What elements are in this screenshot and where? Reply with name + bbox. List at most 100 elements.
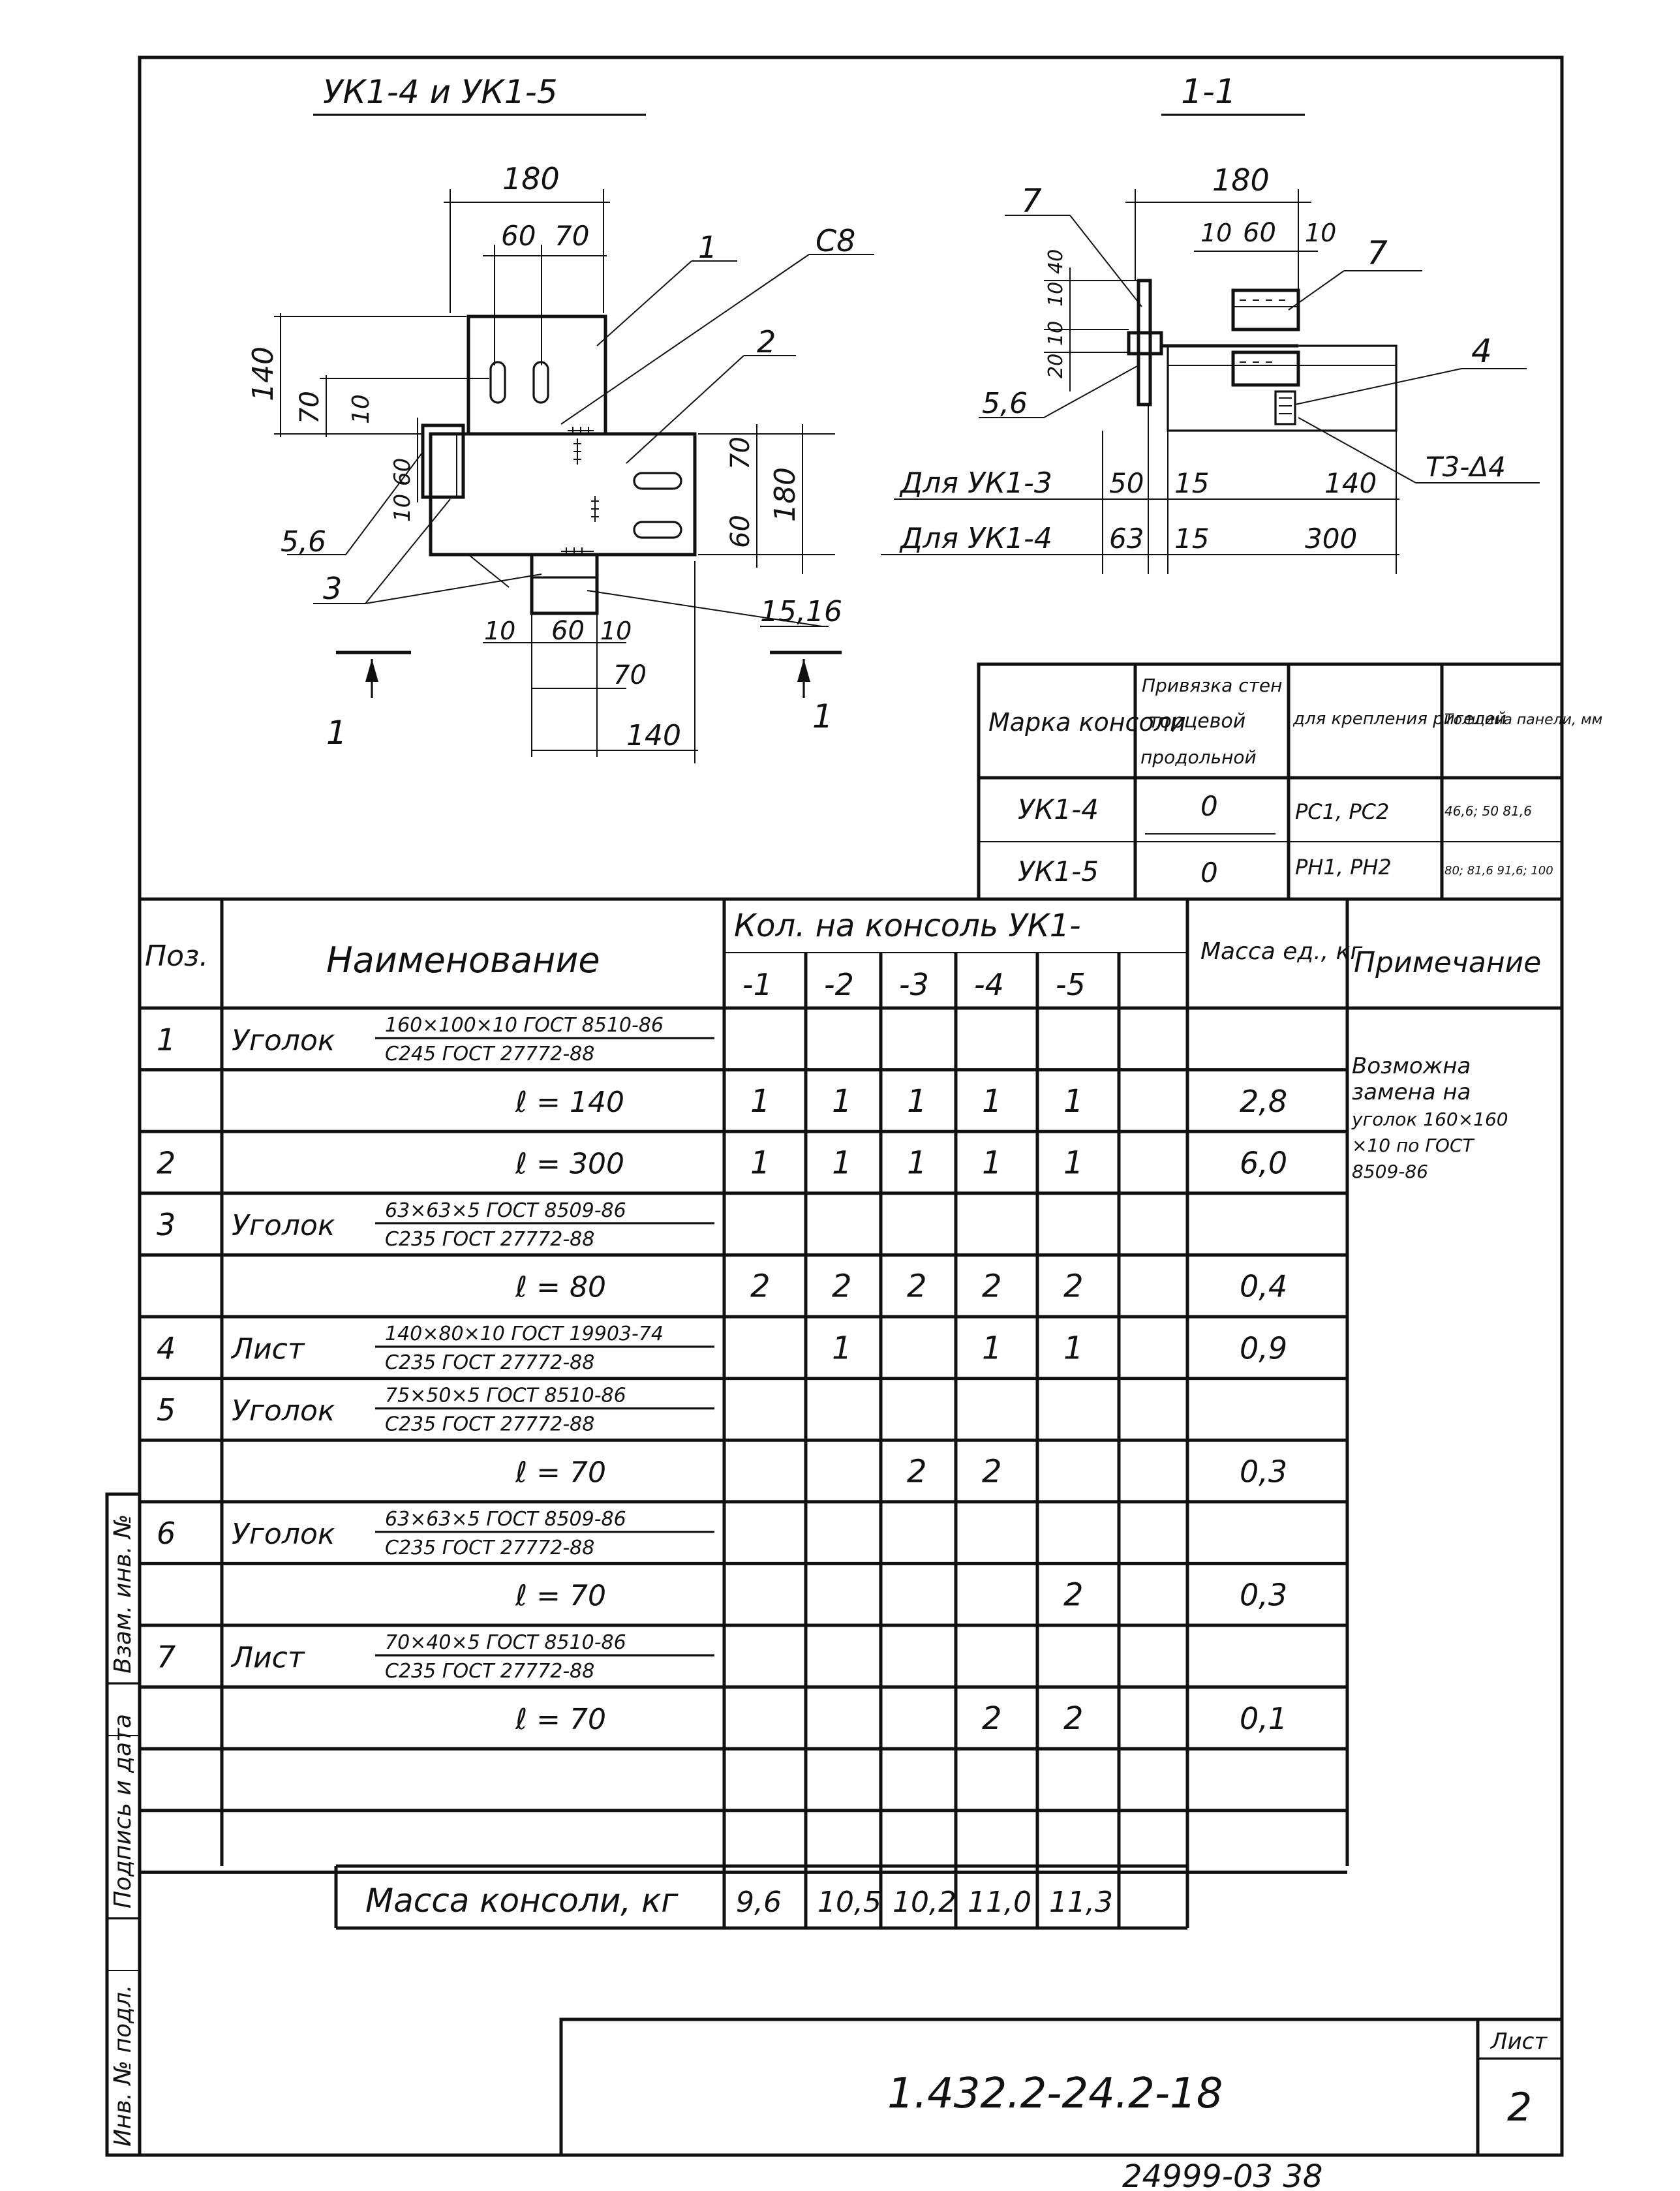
- spec-qty-col-header: -4: [974, 967, 1004, 1002]
- spec-mass: 0,1: [1240, 1701, 1287, 1736]
- spec-name: Лист: [230, 1641, 305, 1674]
- row1-a: 50: [1109, 467, 1144, 499]
- spec-qty: 1: [832, 1330, 852, 1366]
- spec-qty: 1: [750, 1145, 771, 1182]
- plan-label-56: 5,6: [281, 525, 326, 559]
- spec-name: Уголок: [232, 1518, 335, 1551]
- spec-profile: 63×63×5 ГОСТ 8509-86: [385, 1199, 626, 1222]
- section-mark-left: 1: [326, 714, 347, 752]
- spec-length: ℓ = 70: [515, 1456, 606, 1490]
- mark-table-h-thick: Толщина панели, мм: [1444, 712, 1602, 728]
- row2-c: 300: [1305, 523, 1357, 555]
- plan-dim-180-right: 180: [769, 467, 802, 522]
- spec-qty: 2: [982, 1268, 1002, 1305]
- spec-mass: 0,3: [1240, 1578, 1287, 1613]
- plan-dim-140-left: 140: [247, 346, 280, 401]
- footer-archive-number: 24999-03 38: [1122, 2158, 1322, 2191]
- spec-qty: 1: [907, 1145, 927, 1182]
- spec-qty: 2: [907, 1268, 927, 1305]
- plan-dim-10-bot: 10: [484, 617, 515, 645]
- section-dim-40: 40: [1045, 249, 1067, 274]
- spec-qty: 1: [750, 1083, 771, 1120]
- spec-qty: 2: [982, 1700, 1002, 1737]
- spec-pos: 6: [157, 1516, 176, 1551]
- side-stamp: Инв. № подл. Подпись и дата Взам. инв. №: [105, 1492, 142, 2157]
- spec-pos: 5: [157, 1392, 176, 1428]
- plan-dim-70-bot: 70: [613, 660, 647, 690]
- spec-mass: 0,4: [1240, 1269, 1287, 1304]
- spec-pos: 7: [157, 1639, 176, 1674]
- spec-name: Уголок: [232, 1209, 335, 1242]
- spec-qty: 1: [982, 1083, 1002, 1120]
- row1-c: 140: [1324, 467, 1377, 499]
- stamp-replace-inv: Взам. инв. №: [110, 1514, 136, 1674]
- spec-qty: 1: [982, 1330, 1002, 1366]
- spec-length: ℓ = 140: [515, 1086, 624, 1119]
- section-dim-20: 20: [1045, 354, 1067, 378]
- spec-profile: 63×63×5 ГОСТ 8509-86: [385, 1508, 626, 1531]
- spec-qty: 1: [1063, 1145, 1084, 1182]
- mark-table-h-bind-top: Привязка стен: [1142, 675, 1282, 696]
- section-dim-10d: 10: [1045, 321, 1067, 346]
- mark-table-h-bind-mid: торцевой: [1148, 710, 1245, 733]
- spec-qty-col-header: -5: [1056, 967, 1086, 1002]
- spec-qty: 2: [907, 1454, 927, 1490]
- spec-qty: 1: [1063, 1330, 1084, 1366]
- section-label-7-left: 7: [1021, 182, 1042, 220]
- mark-row2-rig: РН1, РН2: [1295, 855, 1392, 880]
- mark-table-h-for: для крепления ригелей: [1292, 709, 1506, 729]
- spec-steel: С235 ГОСТ 27772-88: [385, 1351, 594, 1374]
- spec-mass: 0,3: [1240, 1454, 1287, 1490]
- mark-row1-bind: 0: [1200, 790, 1218, 822]
- spec-pos: 4: [157, 1330, 176, 1366]
- spec-profile: 140×80×10 ГОСТ 19903-74: [385, 1323, 664, 1345]
- spec-qty: 2: [982, 1454, 1002, 1490]
- total-label: Масса консоли, кг: [365, 1882, 679, 1920]
- title-block: 1.432.2-24.2-18 Лист 2: [559, 2017, 1564, 2157]
- plan-label-3: 3: [323, 571, 342, 606]
- row1-label: Для УК1-3: [899, 467, 1052, 500]
- plan-view: УК1-4 и УК1-5 180 60 70 14: [247, 73, 874, 763]
- spec-qty-col-header: -3: [899, 967, 929, 1002]
- stamp-signature-date: Подпись и дата: [110, 1714, 136, 1908]
- plan-label-2: 2: [757, 324, 776, 360]
- spec-qty-col-header: -2: [824, 967, 854, 1002]
- plan-dim-70-right: 70: [725, 437, 756, 470]
- spec-note-line: уголок 160×160: [1351, 1109, 1508, 1130]
- mark-table-h-bind-bot: продольной: [1140, 746, 1257, 768]
- spec-profile: 70×40×5 ГОСТ 8510-86: [385, 1631, 626, 1654]
- spec-table: Поз. Наименование Кол. на консоль УК1- М…: [140, 897, 1562, 1930]
- spec-qty-col-headers: -1-2-3-4-5: [742, 967, 1086, 1002]
- spec-profile: 160×100×10 ГОСТ 8510-86: [385, 1014, 664, 1037]
- plan-dim-10-left: 10: [348, 394, 374, 424]
- spec-total: 11,3: [1049, 1886, 1113, 1919]
- spec-qty: 2: [1063, 1700, 1084, 1737]
- table-row: ℓ = 70 2 2 0,3: [140, 1454, 1347, 1504]
- section-dim-10c: 10: [1045, 282, 1067, 307]
- plan-dim-10-left2: 10: [389, 494, 416, 522]
- plan-dim-60-left: 60: [389, 458, 416, 486]
- spec-length: ℓ = 300: [515, 1148, 624, 1181]
- spec-total: 11,0: [968, 1886, 1031, 1919]
- plan-dim-70-left: 70: [295, 391, 325, 424]
- plan-label-c8: С8: [816, 223, 855, 258]
- spec-mass: 6,0: [1240, 1146, 1287, 1181]
- plan-label-1: 1: [698, 230, 717, 265]
- spec-total: 10,5: [817, 1886, 881, 1919]
- plan-dim-70: 70: [555, 220, 589, 252]
- spec-qty: 1: [982, 1145, 1002, 1182]
- section-view: 1-1 180 10 60 10 10 40 20 10 5,6: [881, 72, 1540, 574]
- spec-qty: 1: [832, 1083, 852, 1120]
- spec-steel: С235 ГОСТ 27772-88: [385, 1228, 594, 1251]
- mark-row2-mark: УК1-5: [1018, 855, 1099, 887]
- row2-b: 15: [1174, 523, 1209, 555]
